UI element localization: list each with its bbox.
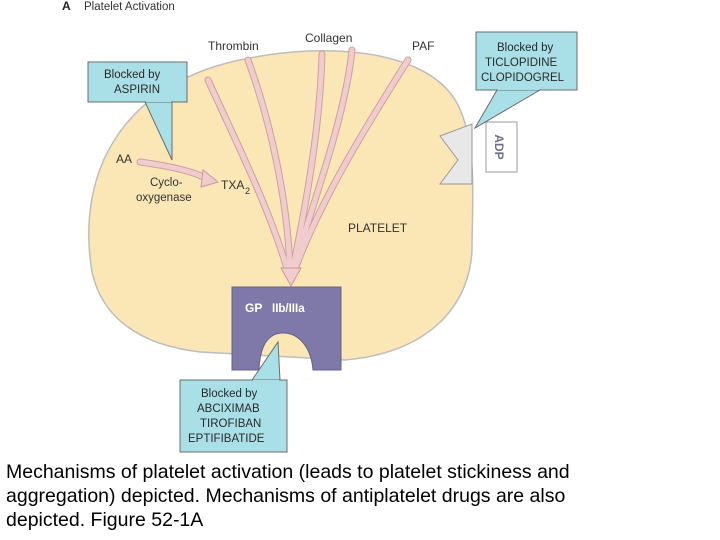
txa2-label: TXA <box>221 178 244 192</box>
gp-inhibitor-callout-line2: ABCIXIMAB <box>197 403 260 415</box>
paf-label: PAF <box>412 39 434 53</box>
ticlopidine-callout-line2: TICLOPIDINE <box>485 57 558 69</box>
adp-tab <box>485 121 518 173</box>
aa-to-txa2-arrow <box>136 158 220 188</box>
figure-caption: Mechanisms of platelet activation (leads… <box>6 460 711 532</box>
platelet-activation-diagram: A Platelet Activation ADP Thrombin Colla… <box>62 0 578 453</box>
gp-label: GP <box>245 301 262 315</box>
collagen-label: Collagen <box>305 31 352 45</box>
aa-label: AA <box>116 152 132 166</box>
aspirin-callout-line2: ASPIRIN <box>114 84 160 96</box>
caption-line-3: depicted. Figure 52-1A <box>6 509 204 531</box>
gp-iib-iiia-receptor <box>231 286 342 371</box>
thrombin-label: Thrombin <box>208 39 259 53</box>
ticlopidine-callout-line1: Blocked by <box>497 42 554 54</box>
ticlopidine-callout: Blocked by TICLOPIDINE CLOPIDOGREL <box>473 31 578 130</box>
aspirin-callout: Blocked by ASPIRIN <box>87 61 188 161</box>
ticlopidine-callout-line3: CLOPIDOGREL <box>481 72 565 84</box>
iib-iiia-label: IIb/IIIa <box>272 303 305 315</box>
caption-line-1: Mechanisms of platelet activation (leads… <box>6 461 570 483</box>
panel-letter: A <box>62 0 71 13</box>
gp-inhibitor-callout-line3: TIROFIBAN <box>200 418 261 430</box>
caption-line-2: aggregation) depicted. Mechanisms of ant… <box>6 485 566 507</box>
adp-label: ADP <box>492 134 506 159</box>
txa2-subscript: 2 <box>245 186 250 196</box>
panel-title: Platelet Activation <box>84 1 175 13</box>
gp-inhibitor-callout: Blocked by ABCIXIMAB TIROFIBAN EPTIFIBAT… <box>179 340 288 453</box>
diagram-svg: A Platelet Activation ADP Thrombin Colla… <box>62 0 578 453</box>
aspirin-callout-line1: Blocked by <box>104 69 161 81</box>
platelet-label: PLATELET <box>348 221 408 235</box>
gp-inhibitor-callout-line4: EPTIFIBATIDE <box>188 433 265 445</box>
cyclooxygenase-label-line1: Cyclo- <box>150 177 183 189</box>
adp-receptor-notch <box>439 123 473 185</box>
cyclooxygenase-label-line2: oxygenase <box>136 192 192 204</box>
gp-inhibitor-callout-line1: Blocked by <box>201 388 258 400</box>
signal-arrows <box>204 46 412 288</box>
